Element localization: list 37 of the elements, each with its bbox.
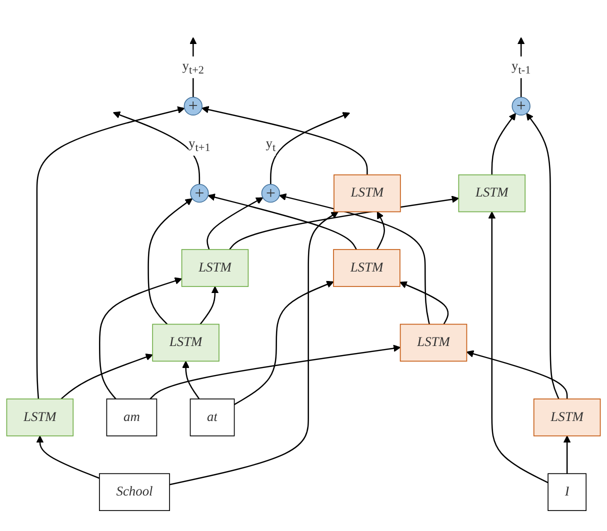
arrow [182, 360, 200, 400]
node-box: am [106, 398, 158, 436]
arrow [112, 111, 200, 184]
arrow [234, 280, 334, 405]
node-box: at [190, 398, 235, 436]
arrow [206, 197, 264, 250]
arrow [150, 344, 401, 400]
node-box: School [99, 473, 170, 511]
arrow [517, 37, 525, 98]
arrow [202, 106, 368, 175]
arrow [491, 112, 516, 175]
arrow [270, 112, 350, 184]
node-circle: + [512, 96, 530, 116]
arrow [36, 435, 100, 479]
arrow [400, 281, 449, 324]
arrow [189, 37, 197, 98]
node-label: y$_{t+2}$ [182, 58, 204, 76]
arrow [60, 353, 153, 400]
arrow [169, 211, 338, 486]
arrow [376, 211, 385, 250]
arrow [466, 350, 568, 399]
node-circle: + [184, 96, 202, 116]
arrow [148, 198, 193, 325]
arrow [526, 112, 560, 400]
node-label: y$_{t}$ [266, 136, 276, 154]
arrow [99, 277, 182, 400]
node-circle: + [261, 184, 280, 202]
arrow [488, 211, 548, 484]
node-circle: + [190, 184, 209, 202]
arrow [36, 106, 185, 399]
arrow [208, 193, 357, 250]
node-label: y$_{t+1}$ [188, 136, 210, 154]
arrow [200, 286, 219, 324]
arrow [563, 435, 571, 474]
arrow [279, 193, 430, 324]
node-label: y$_{t-1}$ [512, 58, 531, 76]
arrow [229, 196, 460, 250]
